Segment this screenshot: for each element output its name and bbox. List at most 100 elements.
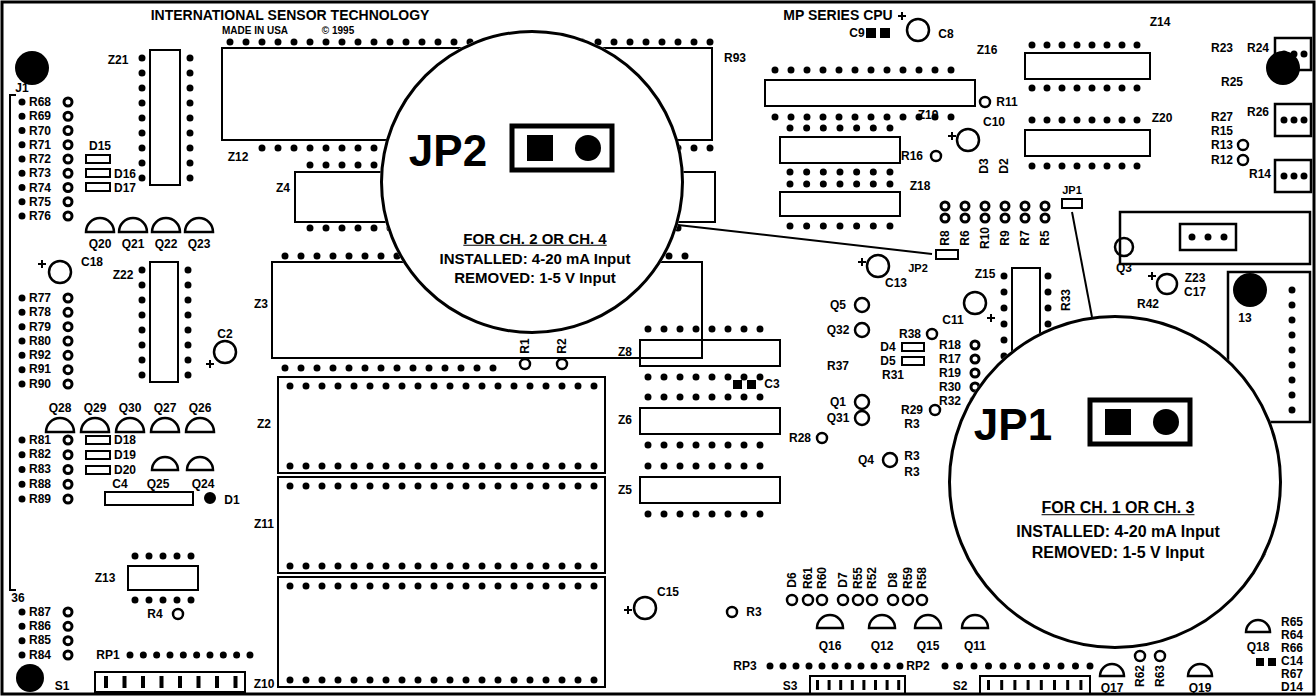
polarity-mark bbox=[38, 260, 46, 268]
connector-outline bbox=[10, 95, 16, 590]
part-label: R27 bbox=[1211, 111, 1233, 123]
part-label: Q5 bbox=[830, 299, 846, 311]
pad-ring bbox=[1238, 140, 1248, 150]
ic-chip bbox=[640, 477, 780, 503]
part-label: Z2 bbox=[257, 418, 271, 430]
part-label: Q25 bbox=[147, 478, 170, 490]
ic-chip bbox=[640, 408, 780, 434]
part-label: R55 bbox=[852, 567, 864, 589]
trimpot-symbol bbox=[1275, 38, 1311, 70]
mounting-hole bbox=[15, 51, 49, 85]
jumper-note: REMOVED: 1-5 V Input bbox=[1032, 544, 1204, 562]
transistor-symbol bbox=[1100, 664, 1124, 676]
ic-chip bbox=[640, 340, 780, 366]
pin-row bbox=[19, 298, 26, 385]
diode-symbol bbox=[902, 343, 924, 351]
capacitor-symbol bbox=[49, 261, 71, 283]
part-label: C15 bbox=[657, 586, 679, 598]
pad-ring bbox=[980, 97, 990, 107]
dip-switch bbox=[104, 676, 240, 688]
part-label: R77 bbox=[29, 292, 51, 304]
board-title: MADE IN USA bbox=[222, 26, 288, 36]
leader-line bbox=[678, 225, 932, 254]
part-label: R63 bbox=[1154, 665, 1166, 687]
part-label: R87 bbox=[29, 606, 51, 618]
diode-symbol bbox=[86, 451, 110, 459]
transistor-symbol bbox=[883, 453, 897, 467]
part-label: R62 bbox=[1134, 665, 1146, 687]
part-label: C14 bbox=[1281, 655, 1303, 667]
pin-row bbox=[1284, 51, 1305, 58]
pin-row bbox=[1032, 163, 1143, 170]
part-label: R69 bbox=[29, 110, 51, 122]
capacitor-symbol bbox=[964, 292, 986, 314]
part-label: R11 bbox=[996, 96, 1017, 108]
part-label: R15 bbox=[1211, 125, 1233, 137]
jumper-name: JP2 bbox=[409, 127, 487, 175]
pin-row bbox=[775, 67, 966, 74]
trimpot-symbol bbox=[1275, 38, 1311, 192]
transistor-symbol bbox=[186, 418, 214, 432]
part-label: Q17 bbox=[1101, 682, 1124, 694]
pin-row bbox=[648, 326, 773, 333]
part-label: D4 bbox=[880, 341, 895, 353]
leader-line bbox=[1072, 212, 1092, 317]
part-label: R79 bbox=[29, 321, 51, 333]
part-label: R85 bbox=[29, 634, 51, 646]
jumper-icon bbox=[1105, 409, 1131, 435]
part-label: R68 bbox=[29, 96, 51, 108]
pin-row bbox=[790, 223, 891, 230]
diode-symbol bbox=[86, 466, 110, 474]
pin-row bbox=[1032, 85, 1143, 92]
part-label: R61 bbox=[802, 567, 814, 589]
pad-ring bbox=[817, 433, 827, 443]
part-label: R60 bbox=[816, 567, 828, 589]
transistor-symbol bbox=[116, 418, 144, 432]
diode-symbol bbox=[86, 436, 110, 444]
part-label: R18 bbox=[939, 339, 961, 351]
part-label: Q19 bbox=[1189, 682, 1212, 694]
pin-row bbox=[790, 125, 891, 132]
part-label: RP2 bbox=[906, 660, 929, 672]
part-label: C18 bbox=[81, 256, 103, 268]
jumper-icon bbox=[527, 135, 553, 161]
part-label: R76 bbox=[29, 210, 51, 222]
board-title: INTERNATIONAL SENSOR TECHNOLOGY bbox=[151, 8, 430, 22]
part-label: R67 bbox=[1281, 668, 1303, 680]
part-label: Q31 bbox=[827, 412, 850, 424]
part-label: Q12 bbox=[871, 640, 894, 652]
polarity-mark bbox=[898, 12, 906, 20]
polarity-mark bbox=[206, 360, 214, 368]
part-label: R78 bbox=[29, 306, 51, 318]
pin-row bbox=[1284, 117, 1305, 124]
pad-ring bbox=[727, 607, 737, 617]
part-label: Q20 bbox=[89, 238, 112, 250]
capacitor-symbol bbox=[1157, 274, 1177, 294]
pad-ring bbox=[838, 595, 848, 605]
part-label: C11 bbox=[942, 314, 963, 326]
diode-symbol bbox=[902, 357, 924, 365]
transistor-symbol bbox=[962, 615, 988, 628]
part-label: Q22 bbox=[155, 238, 178, 250]
ic-chip bbox=[150, 50, 180, 185]
part-label: R25 bbox=[1221, 76, 1243, 88]
ic-chip bbox=[1025, 53, 1150, 79]
pin-row bbox=[648, 374, 773, 381]
part-label: D18 bbox=[114, 434, 136, 446]
polarity-mark bbox=[858, 258, 866, 266]
polarity-mark bbox=[987, 314, 995, 322]
part-label: C3 bbox=[764, 378, 779, 390]
callout-ground bbox=[380, 30, 684, 334]
capacitor-symbol bbox=[105, 492, 193, 505]
part-label: R84 bbox=[29, 649, 51, 661]
part-label: R33 bbox=[1060, 289, 1072, 311]
part-label: Z8 bbox=[618, 346, 632, 358]
part-label: D19 bbox=[114, 449, 136, 461]
callout-circle: JP1FOR CH. 1 OR CH. 3INSTALLED: 4-20 mA … bbox=[948, 315, 1282, 649]
pad-ring bbox=[557, 359, 567, 369]
capacitor-symbol bbox=[867, 255, 889, 277]
dip-switch bbox=[810, 676, 905, 694]
pin-row bbox=[290, 563, 596, 570]
pin-row bbox=[648, 463, 773, 470]
part-label: D14 bbox=[1281, 681, 1303, 693]
